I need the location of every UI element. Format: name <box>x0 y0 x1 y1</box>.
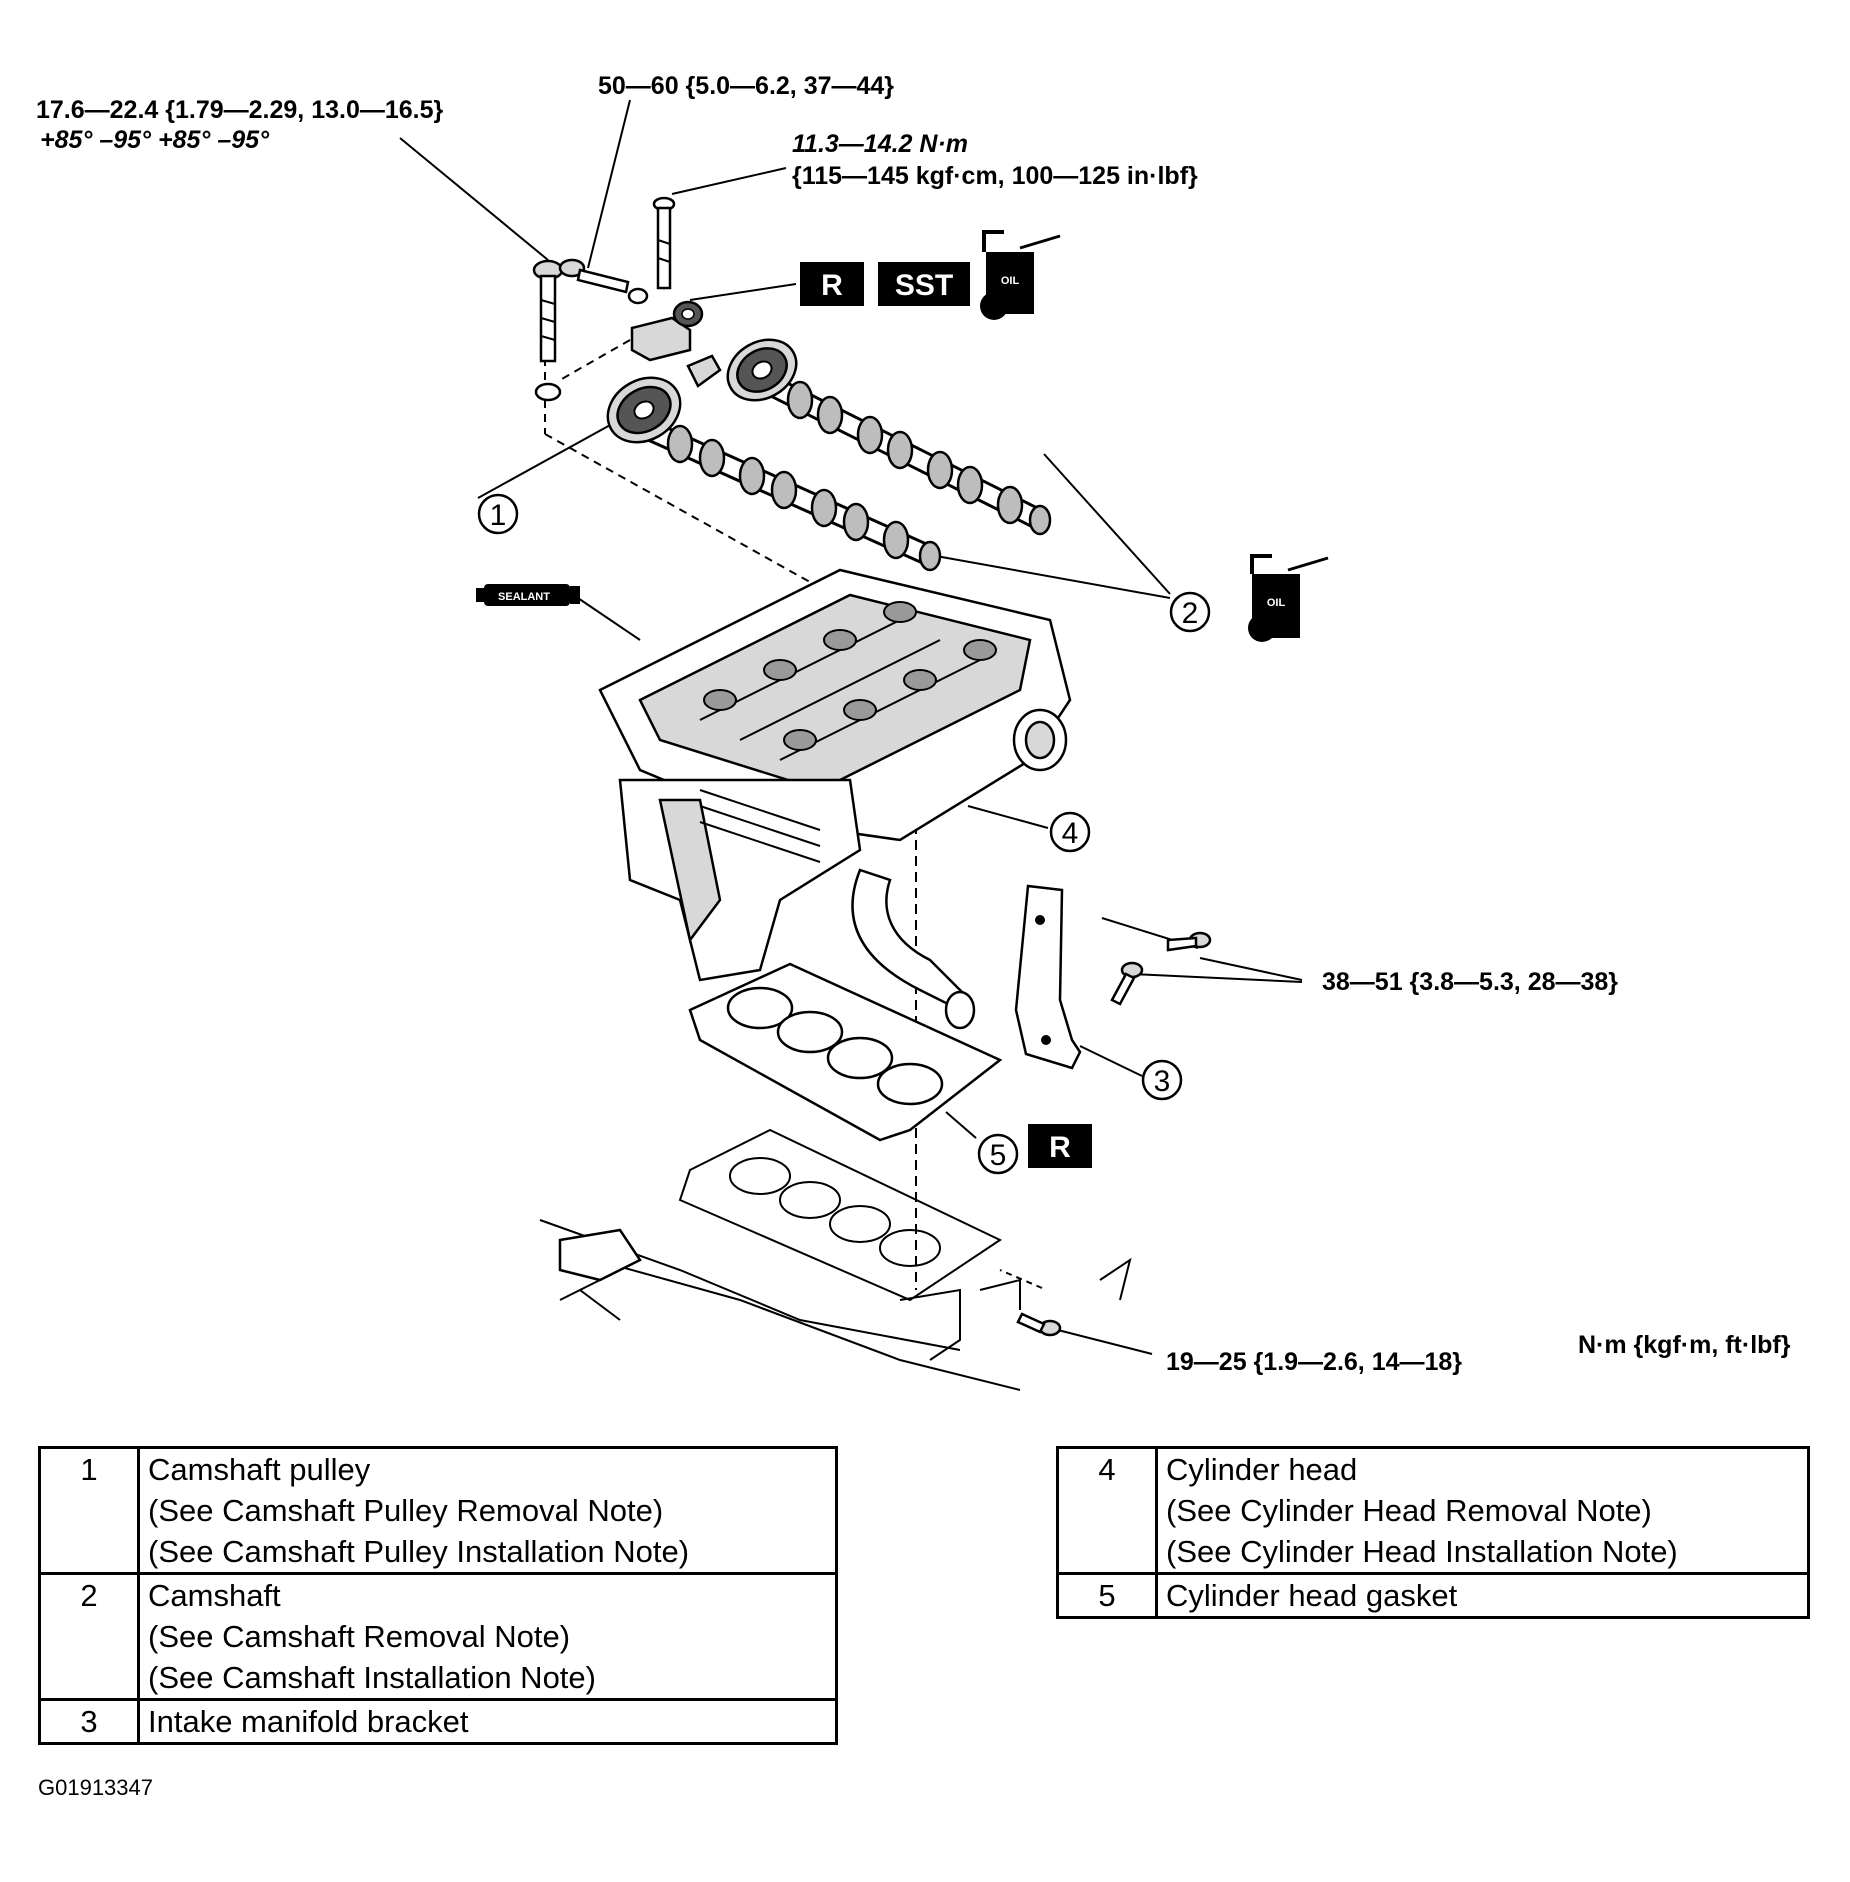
bracket-bolt-lower <box>1110 961 1144 1006</box>
svg-text:R: R <box>1049 1131 1071 1164</box>
svg-text:2: 2 <box>1182 597 1199 630</box>
head-bolt-torque-line2: +85° –95° +85° –95° <box>40 126 270 154</box>
svg-text:5: 5 <box>990 1139 1007 1172</box>
head-bolt-torque-line1: 17.6—22.4 {1.79—2.29, 13.0—16.5} <box>36 96 444 124</box>
camshaft-pulley-upper <box>726 338 798 402</box>
legend-description: Camshaft pulley (See Camshaft Pulley Rem… <box>137 1446 838 1575</box>
replace-tag-top: R <box>800 262 864 306</box>
svg-text:OIL: OIL <box>1001 275 1020 287</box>
legend-description: Cylinder head gasket <box>1155 1572 1810 1619</box>
svg-text:4: 4 <box>1062 817 1079 850</box>
svg-text:1: 1 <box>490 499 507 532</box>
cap-bolt-torque: 50—60 {5.0—6.2, 37—44} <box>598 72 894 100</box>
camshaft-cap <box>630 316 722 388</box>
camshaft-lower <box>635 415 942 572</box>
intake-manifold <box>618 778 976 1030</box>
legend-table-right: 4 Cylinder head (See Cylinder Head Remov… <box>1056 1446 1810 1619</box>
oil-can-icon-top: OIL <box>980 230 1061 320</box>
legend-description: Cylinder head (See Cylinder Head Removal… <box>1155 1446 1810 1575</box>
callout-5: 5 <box>977 1133 1019 1175</box>
svg-text:OIL: OIL <box>1267 597 1286 609</box>
sealant-tube-icon: SEALANT <box>476 584 580 606</box>
head-bolt <box>532 259 564 402</box>
legend-row: 4 Cylinder head (See Cylinder Head Remov… <box>1056 1446 1810 1575</box>
leader-lines <box>399 99 1303 1355</box>
legend-row: 2 Camshaft (See Camshaft Removal Note) (… <box>38 1572 838 1701</box>
callout-1: 1 <box>477 493 519 535</box>
bracket-bolt-torque: 38—51 {3.8—5.3, 28—38} <box>1322 968 1618 996</box>
cap-bolt <box>558 258 649 305</box>
callout-2: 2 <box>1169 591 1211 633</box>
cover-bolt-torque-line1: 11.3—14.2 N·m <box>792 130 968 158</box>
legend-number: 4 <box>1056 1446 1158 1575</box>
sst-tag: SST <box>878 262 970 306</box>
legend-number: 1 <box>38 1446 140 1575</box>
figure-code: G01913347 <box>38 1775 153 1800</box>
legend-number: 3 <box>38 1698 140 1745</box>
lower-bolt-torque: 19—25 {1.9—2.6, 14—18} <box>1166 1348 1462 1376</box>
cylinder-head <box>598 568 1072 842</box>
cylinder-head-gasket <box>688 962 1003 1142</box>
svg-text:R: R <box>821 269 843 302</box>
legend-row: 1 Camshaft pulley (See Camshaft Pulley R… <box>38 1446 838 1575</box>
legend-number: 5 <box>1056 1572 1158 1619</box>
torque-units-label: N·m {kgf·m, ft·lbf} <box>1578 1331 1791 1359</box>
oil-seal <box>672 300 704 328</box>
legend-row: 3 Intake manifold bracket <box>38 1698 838 1745</box>
lower-bolt <box>1016 1312 1062 1337</box>
svg-text:SEALANT: SEALANT <box>498 591 550 603</box>
oil-can-icon-right: OIL <box>1248 554 1329 642</box>
legend-number: 2 <box>38 1572 140 1701</box>
intake-manifold-bracket <box>1014 884 1212 1070</box>
legend-row: 5 Cylinder head gasket <box>1056 1572 1810 1619</box>
camshaft-upper <box>755 370 1052 536</box>
legend-table-left: 1 Camshaft pulley (See Camshaft Pulley R… <box>38 1446 838 1745</box>
svg-text:SST: SST <box>895 269 953 302</box>
legend-description: Intake manifold bracket <box>137 1698 838 1745</box>
callout-4: 4 <box>1049 811 1091 853</box>
svg-text:3: 3 <box>1154 1065 1171 1098</box>
legend-description: Camshaft (See Camshaft Removal Note) (Se… <box>137 1572 838 1701</box>
replace-tag-gasket: R <box>1028 1124 1092 1168</box>
cover-bolt <box>652 196 676 290</box>
camshaft-pulley-lower <box>606 376 682 444</box>
cover-bolt-torque-line2: {115—145 kgf·cm, 100—125 in·lbf} <box>792 162 1198 190</box>
callout-3: 3 <box>1141 1059 1183 1101</box>
engine-block <box>539 1128 1132 1391</box>
bracket-bolt-upper <box>1166 931 1212 952</box>
